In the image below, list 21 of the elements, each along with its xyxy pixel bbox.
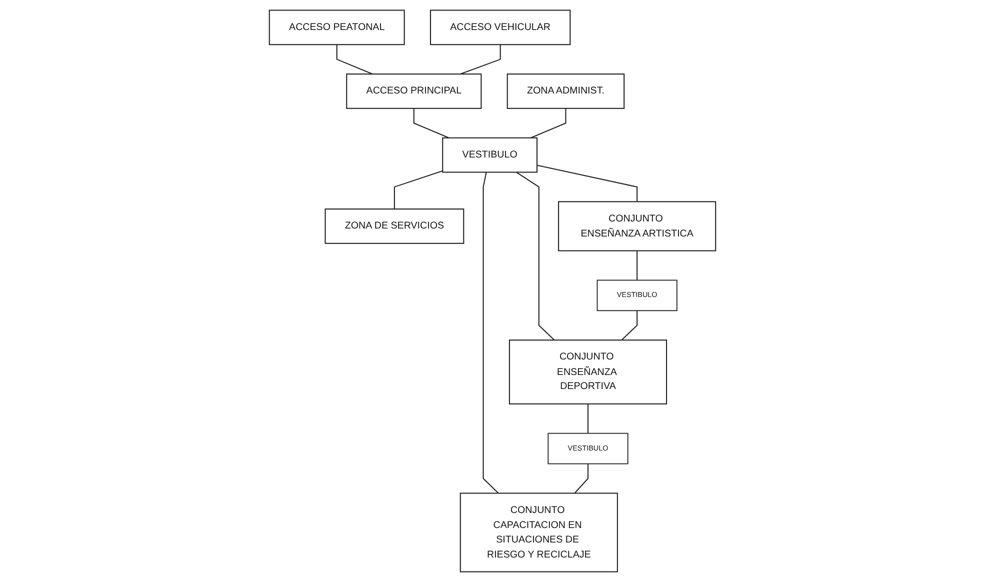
connector	[636, 250, 638, 280]
connector	[394, 170, 443, 210]
connector	[587, 404, 589, 434]
node-box: ZONA ADMINIST.	[506, 74, 625, 109]
connector	[574, 464, 589, 494]
connector	[336, 44, 373, 75]
node-box: ZONA DE SERVICIOS	[324, 208, 464, 244]
node-box: ACCESO PEATONAL	[268, 10, 405, 46]
node-box: CONJUNTO CAPACITACION EN SITUACIONES DE RIESGO Y RECICLAJE	[460, 492, 618, 572]
connector	[413, 108, 450, 138]
node-box: CONJUNTO ENSEÑANZA ARTISTICA	[558, 201, 716, 252]
node-box: VESTIBULO	[442, 137, 538, 173]
connector	[516, 172, 555, 340]
connector	[530, 108, 566, 138]
connector	[621, 310, 638, 340]
node-box: ACCESO VEHICULAR	[430, 10, 571, 46]
node-box: CONJUNTO ENSEÑANZA DEPORTIVA	[508, 340, 668, 404]
connector	[460, 44, 501, 75]
connector	[482, 172, 499, 494]
node-box: ACCESO PRINCIPAL	[346, 74, 482, 109]
connector	[536, 164, 638, 202]
